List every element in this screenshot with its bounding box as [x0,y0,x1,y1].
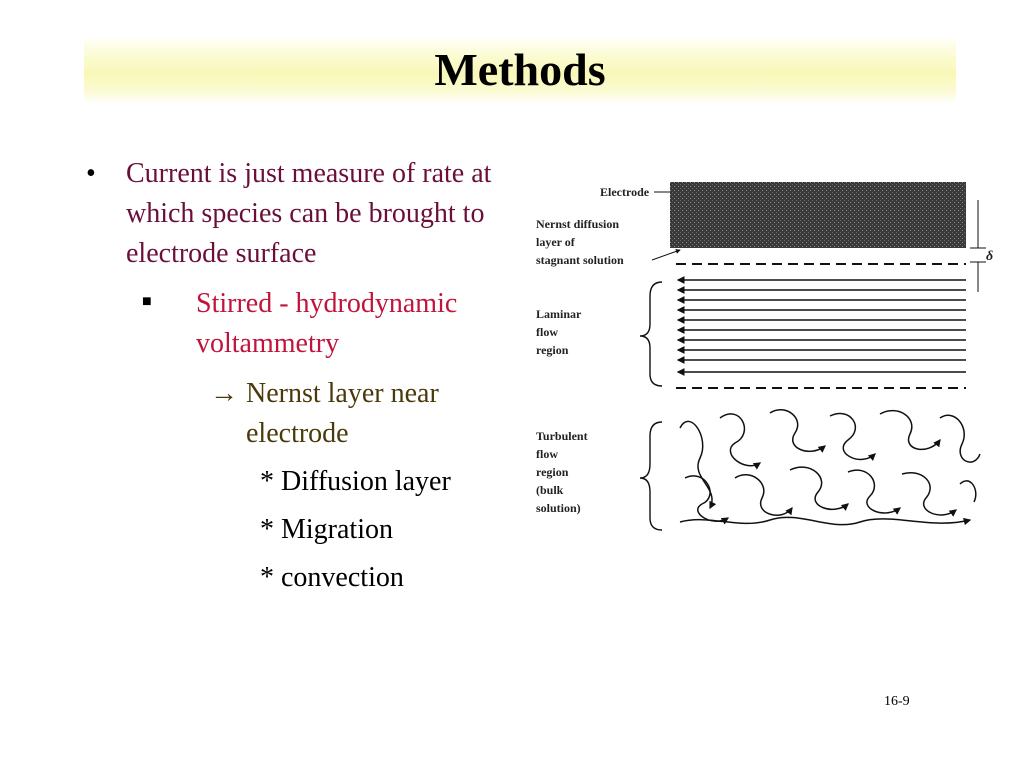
bullet-stirred-text: Stirred - hydrodynamic voltammetry [196,288,458,359]
bullet-current-text: Current is just measure of rate at which… [126,158,492,269]
laminar-flow-lines [676,276,966,376]
arrow-right-icon: → [210,378,238,409]
nernst-label-line1: Nernst diffusion [536,217,619,231]
slide-number: 16-9 [884,694,910,709]
delta-label: δ [986,249,993,264]
turbulent-flow-curves [679,409,981,526]
laminar-label-line2: flow [536,325,558,339]
turbulent-label-line1: Turbulent [536,429,588,443]
flow-regions-figure: δ Electrode Nernst diffusion la [536,182,993,531]
turbulent-label-line4: (bulk [536,483,564,497]
slide-title: Methods [434,44,606,95]
sub-item-convection: * convection [260,562,404,593]
electrode-block [670,182,966,248]
bullet-nernst-text: Nernst layer near electrode [246,378,439,449]
turbulent-label-line3: region [536,465,569,479]
square-bullet-icon: ■ [142,293,152,310]
laminar-label-line1: Laminar [536,307,582,321]
nernst-pointer [651,249,681,261]
bullet-stirred: ■ Stirred - hydrodynamic voltammetry [86,284,516,364]
sub-item-diffusion: * Diffusion layer [260,466,451,497]
sub-item-migration: * Migration [260,514,393,545]
turbulent-label-line5: solution) [536,501,581,515]
nernst-label-line2: layer of [536,235,576,249]
title-band: Methods [84,36,956,104]
laminar-label-line3: region [536,343,569,357]
turbulent-brace [639,421,663,531]
turbulent-label-line2: flow [536,447,558,461]
slide-content: • Current is just measure of rate at whi… [86,154,516,598]
bullet-current: • Current is just measure of rate at whi… [86,154,516,274]
electrode-label: Electrode [600,185,650,199]
nernst-label-line3: stagnant solution [536,253,624,267]
bullet-nernst: → Nernst layer near electrode [86,374,516,454]
laminar-brace [639,281,663,387]
delta-marker [970,200,986,292]
round-bullet-icon: • [86,158,96,189]
